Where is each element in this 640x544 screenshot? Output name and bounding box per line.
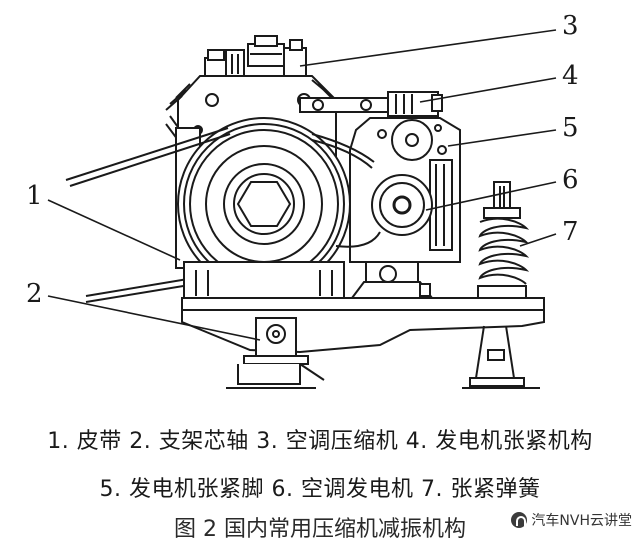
callout-3: 3 <box>562 11 579 41</box>
alternator-foot <box>350 261 434 299</box>
callout-7: 7 <box>562 217 579 247</box>
compressor-pulley <box>175 117 351 291</box>
alternator-tensioner <box>299 91 443 117</box>
figure-caption: 图 2 国内常用压缩机减振机构 <box>174 517 466 542</box>
callout-5: 5 <box>562 113 579 143</box>
watermark: 汽车NVH云讲堂 <box>511 510 632 530</box>
compressor-lower-housing <box>183 261 345 299</box>
leader-lines <box>47 29 557 341</box>
callout-4: 4 <box>562 61 579 91</box>
support-core-shaft <box>226 317 325 389</box>
legend-line-1: 1. 皮带 2. 支架芯轴 3. 空调压缩机 4. 发电机张紧机构 <box>47 429 593 454</box>
watermark-logo-icon <box>511 512 528 528</box>
callout-6: 6 <box>562 165 579 195</box>
compressor-mount-diagram: 1 2 3 4 5 6 7 <box>26 11 579 389</box>
compressor-valve-block <box>204 35 307 81</box>
tension-spring <box>477 181 530 299</box>
watermark-text: 汽车NVH云讲堂 <box>531 513 632 529</box>
legend-line-2: 5. 发电机张紧脚 6. 空调发电机 7. 张紧弹簧 <box>99 477 541 502</box>
mounting-plate <box>181 297 545 354</box>
callout-2: 2 <box>26 279 43 309</box>
right-leg <box>462 325 540 389</box>
callout-1: 1 <box>26 181 43 211</box>
alternator <box>349 117 461 263</box>
